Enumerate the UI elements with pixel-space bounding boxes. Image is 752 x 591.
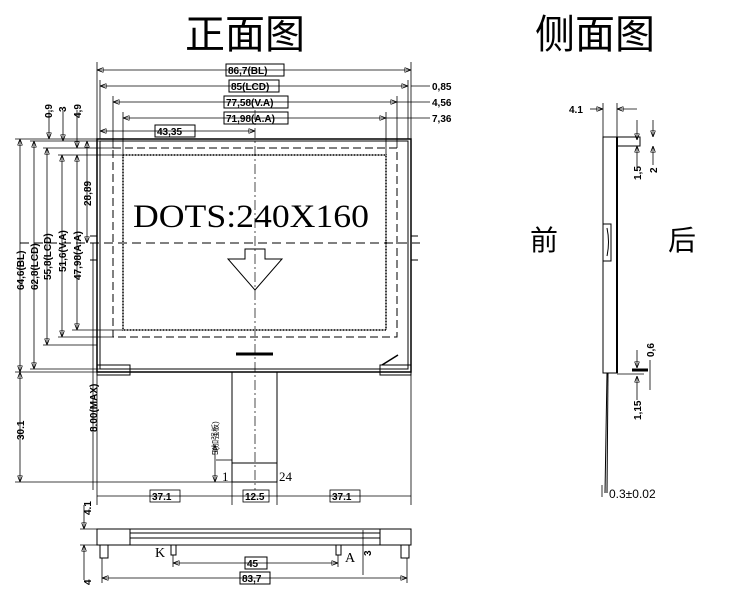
dim-va-height: 51,6(V.A) [58, 230, 69, 272]
back-side-label: 后 [668, 225, 696, 257]
pin-first-label: 1 [222, 469, 229, 484]
dim-aa-width: 71,98(A.A) [226, 114, 275, 125]
front-view [20, 110, 420, 490]
anode-label: A [345, 551, 356, 566]
dim-module-thickness: 4.1 [83, 501, 94, 515]
pin-last-label: 24 [279, 469, 293, 484]
side-view-title: 侧面图 [535, 12, 655, 57]
dim-lcd-width: 85(LCD) [231, 82, 269, 93]
stiffener-label: 5(加强板) [210, 421, 220, 455]
dim-fpc-length: 30.1 [16, 420, 27, 440]
dim-aa-height: 47,98(A.A) [73, 231, 84, 280]
dim-va-width: 77,58(V.A) [226, 98, 273, 109]
front-side-label: 前 [530, 225, 558, 257]
front-view-title: 正面图 [185, 12, 305, 57]
side-view [590, 103, 653, 497]
side-dim-thickness: 4.1 [569, 105, 583, 116]
dim-right-c: 7,36 [432, 114, 452, 125]
dots-label: DOTS:240X160 [133, 199, 369, 235]
side-dim-4: 1,15 [633, 400, 644, 420]
dim-top-left-b: 3 [58, 106, 69, 112]
dim-right-a: 0,85 [432, 82, 452, 93]
dim-top-left-c: 4,9 [73, 104, 84, 118]
dim-bottom-mid: 12.5 [245, 492, 265, 503]
side-dim-1: 1,5 [633, 166, 644, 180]
left-dimensions [15, 110, 232, 490]
side-dim-3: 0,6 [646, 343, 657, 357]
bottom-view [80, 505, 412, 585]
dim-pin-span: 83,7 [242, 574, 262, 585]
dim-max-thickness: 8.00(MAX) [89, 384, 100, 432]
dim-bottom-right: 37.1 [332, 492, 352, 503]
dim-top-left-a: 0,9 [44, 104, 55, 118]
dim-lcd-height: 62,8(LCD) [30, 243, 41, 290]
dim-bl-height: 64,6(BL) [16, 251, 27, 290]
dim-pin-length: 4 [83, 579, 94, 585]
dim-bottom-left: 37.1 [152, 492, 172, 503]
dim-pin-height: 3 [363, 550, 374, 556]
dim-pin-pitch: 45 [247, 559, 259, 570]
dim-lcd-height-2: 55,8(LCD) [43, 233, 54, 280]
dim-center-x: 43,35 [157, 127, 182, 138]
fpc-thickness-label: 0.3±0.02 [609, 487, 656, 501]
side-dim-2: 2 [649, 167, 660, 173]
top-dimensions [96, 62, 430, 155]
bottom-dimensions [96, 372, 412, 505]
dim-half-height: 28,89 [83, 181, 94, 206]
cathode-label: K [155, 546, 165, 561]
dim-bl-width: 86,7(BL) [228, 66, 267, 77]
dim-right-b: 4,56 [432, 98, 452, 109]
